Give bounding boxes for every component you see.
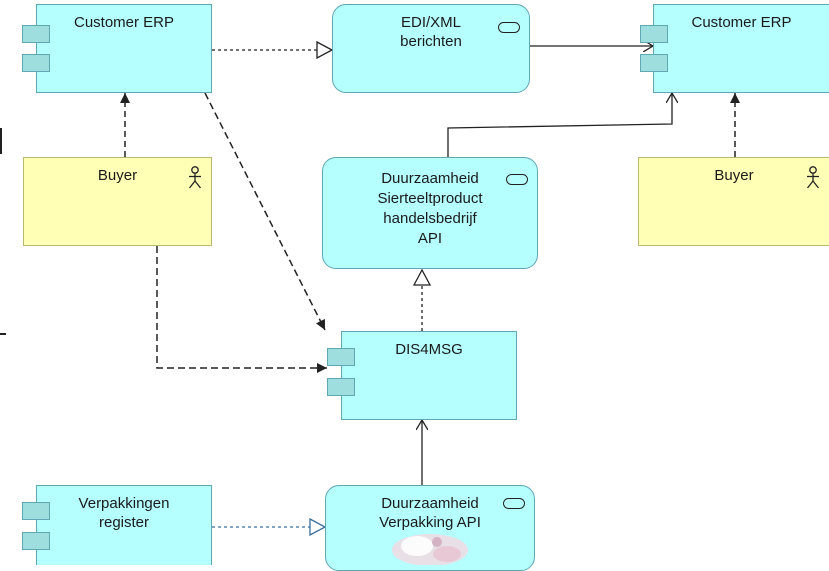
node-customer-erp-left[interactable]: Customer ERP: [36, 4, 212, 93]
node-buyer-left[interactable]: Buyer: [23, 157, 212, 246]
edge-fragment-lower: [0, 333, 6, 335]
service-icon: [503, 498, 525, 509]
actor-icon: [188, 166, 202, 189]
node-duurzaamheid-sierteeltproduct-api[interactable]: Duurzaamheid Sierteeltproduct handelsbed…: [322, 157, 538, 269]
component-tab-icon: [22, 532, 50, 550]
pasted-image-fragment: [392, 534, 468, 565]
node-label: Buyer: [97, 167, 138, 184]
edge-api-to-erp-right[interactable]: [447, 93, 672, 157]
node-label: Customer ERP: [691, 14, 792, 31]
component-tab-icon: [22, 25, 50, 43]
node-buyer-right[interactable]: Buyer: [638, 157, 829, 246]
node-label: Customer ERP: [73, 14, 175, 31]
component-tab-icon: [640, 54, 668, 72]
node-label: Buyer: [714, 167, 754, 184]
node-verpakkingen-register[interactable]: Verpakkingen register: [36, 485, 212, 565]
node-label: Verpakkingen register: [78, 495, 170, 531]
edge-buyer-to-dis4msg[interactable]: [156, 246, 327, 373]
node-edi-xml-berichten[interactable]: EDI/XML berichten: [332, 4, 530, 93]
component-tab-icon: [327, 348, 355, 366]
node-customer-erp-right[interactable]: Customer ERP: [653, 4, 829, 93]
node-dis4msg[interactable]: DIS4MSG: [341, 331, 517, 420]
service-icon: [498, 22, 520, 33]
component-tab-icon: [22, 502, 50, 520]
component-tab-icon: [22, 54, 50, 72]
actor-icon: [806, 166, 820, 189]
node-label: DIS4MSG: [395, 341, 463, 358]
node-duurzaamheid-verpakking-api[interactable]: Duurzaamheid Verpakking API: [325, 485, 535, 571]
node-label: Duurzaamheid Verpakking API: [379, 495, 481, 531]
edge-fragment-upper: [0, 128, 2, 154]
node-label: Duurzaamheid Sierteeltproduct handelsbed…: [377, 170, 483, 247]
edge-erp-to-dis4msg[interactable]: [204, 92, 326, 331]
component-tab-icon: [327, 378, 355, 396]
node-label: EDI/XML berichten: [400, 14, 462, 50]
service-icon: [506, 174, 528, 185]
component-tab-icon: [640, 25, 668, 43]
